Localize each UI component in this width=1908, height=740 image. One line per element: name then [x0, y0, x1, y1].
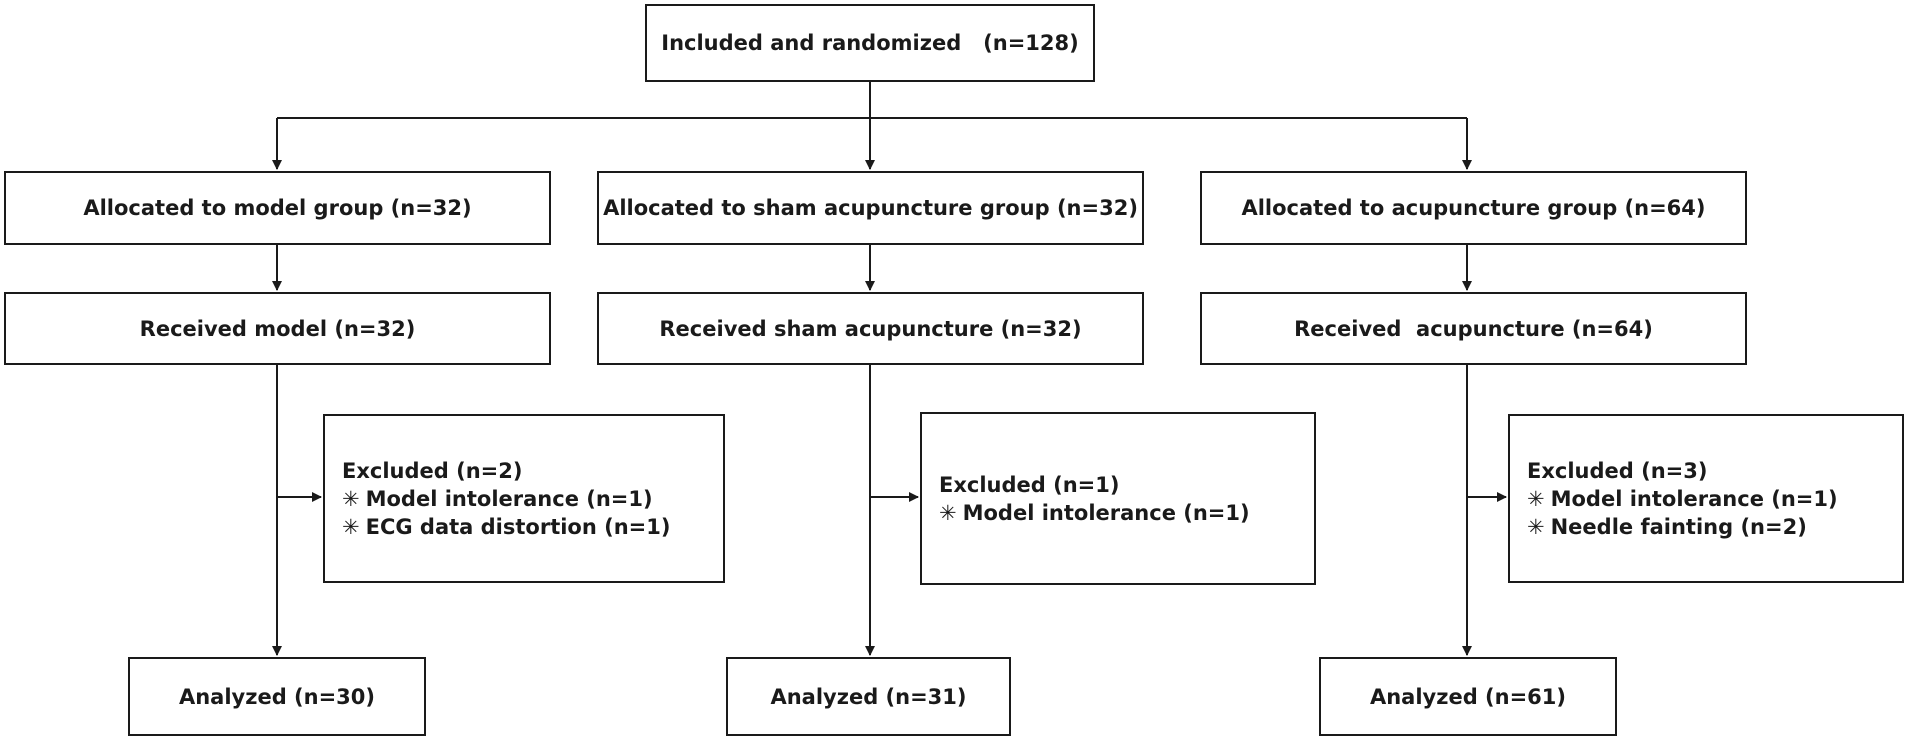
excluded-model-item: ✳ECG data distortion (n=1) [342, 513, 670, 541]
excluded-model-item-text: ECG data distortion (n=1) [365, 514, 671, 539]
excluded-acupuncture-item: ✳Needle fainting (n=2) [1527, 513, 1838, 541]
analyzed-acupuncture-label: Analyzed (n=61) [1369, 684, 1567, 709]
excluded-model-item: ✳Model intolerance (n=1) [342, 485, 670, 513]
excluded-model-item-text: Model intolerance (n=1) [365, 486, 653, 511]
allocated-acupuncture-label: Allocated to acupuncture group (n=64) [1241, 196, 1706, 220]
received-sham-box: Received sham acupuncture (n=32) [597, 292, 1144, 365]
received-model-label: Received model (n=32) [139, 316, 416, 341]
allocated-sham-label: Allocated to sham acupuncture group (n=3… [603, 196, 1138, 220]
allocated-model-box: Allocated to model group (n=32) [4, 171, 551, 245]
asterisk-icon: ✳ [342, 486, 360, 511]
analyzed-model-label: Analyzed (n=30) [178, 684, 376, 709]
excluded-sham-item: ✳Model intolerance (n=1) [939, 499, 1250, 527]
excluded-sham-title: Excluded (n=1) [939, 472, 1120, 497]
asterisk-icon: ✳ [342, 514, 360, 539]
excluded-acupuncture-item-text: Needle fainting (n=2) [1550, 514, 1807, 539]
asterisk-icon: ✳ [1527, 486, 1545, 511]
allocated-sham-box: Allocated to sham acupuncture group (n=3… [597, 171, 1144, 245]
included-randomized-box: Included and randomized (n=128) [645, 4, 1095, 82]
asterisk-icon: ✳ [1527, 514, 1545, 539]
received-model-box: Received model (n=32) [4, 292, 551, 365]
analyzed-model-box: Analyzed (n=30) [128, 657, 426, 736]
analyzed-sham-label: Analyzed (n=31) [770, 684, 967, 709]
excluded-model-title: Excluded (n=2) [342, 458, 523, 483]
allocated-model-label: Allocated to model group (n=32) [83, 196, 472, 220]
excluded-acupuncture-title: Excluded (n=3) [1527, 458, 1708, 483]
excluded-acupuncture-item-text: Model intolerance (n=1) [1550, 486, 1838, 511]
received-sham-label: Received sham acupuncture (n=32) [659, 316, 1082, 341]
analyzed-acupuncture-box: Analyzed (n=61) [1319, 657, 1617, 736]
excluded-acupuncture-item: ✳Model intolerance (n=1) [1527, 485, 1838, 513]
asterisk-icon: ✳ [939, 500, 957, 525]
received-acupuncture-box: Received acupuncture (n=64) [1200, 292, 1747, 365]
allocated-acupuncture-box: Allocated to acupuncture group (n=64) [1200, 171, 1747, 245]
received-acupuncture-label: Received acupuncture (n=64) [1294, 316, 1653, 341]
excluded-model-box: Excluded (n=2) ✳Model intolerance (n=1) … [323, 414, 725, 583]
excluded-sham-item-text: Model intolerance (n=1) [962, 500, 1250, 525]
included-randomized-label: Included and randomized (n=128) [661, 31, 1079, 55]
excluded-acupuncture-box: Excluded (n=3) ✳Model intolerance (n=1) … [1508, 414, 1904, 583]
excluded-sham-box: Excluded (n=1) ✳Model intolerance (n=1) [920, 412, 1316, 585]
analyzed-sham-box: Analyzed (n=31) [726, 657, 1011, 736]
